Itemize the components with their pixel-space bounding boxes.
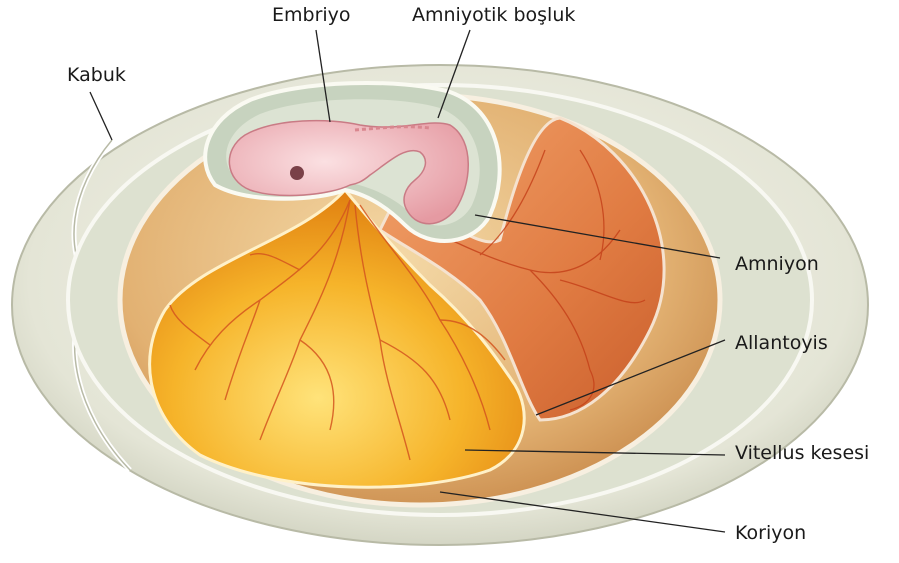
label-yolk-sac: Vitellus kesesi bbox=[735, 444, 869, 463]
label-amniotic-cavity: Amniyotik boşluk bbox=[412, 6, 575, 25]
label-shell: Kabuk bbox=[67, 66, 126, 85]
label-embryo: Embriyo bbox=[272, 6, 351, 25]
label-amnion: Amniyon bbox=[735, 255, 819, 274]
label-allantois: Allantoyis bbox=[735, 334, 828, 353]
label-chorion: Koriyon bbox=[735, 524, 806, 543]
